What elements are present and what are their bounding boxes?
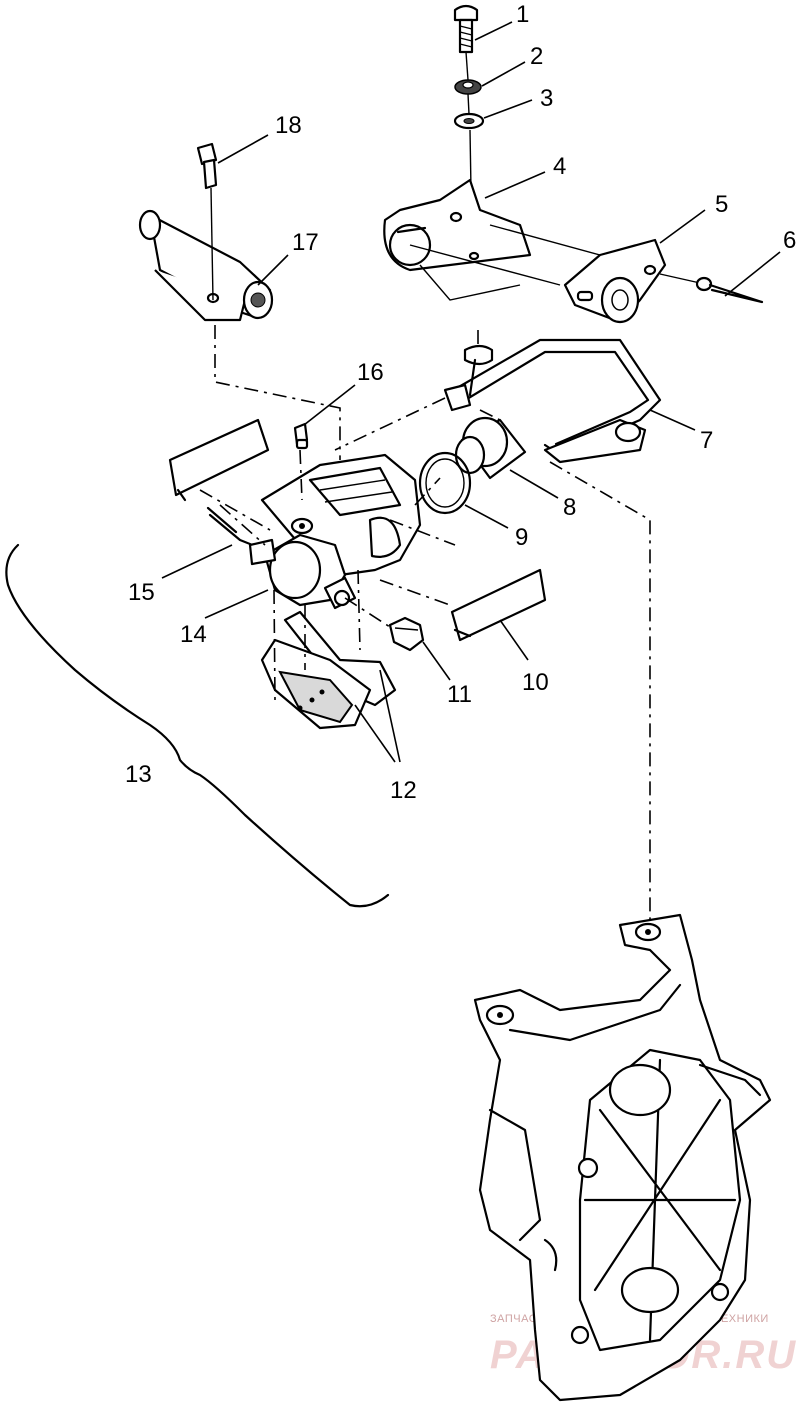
part-o-ring-9 — [418, 451, 472, 515]
callout-17: 17 — [292, 229, 319, 256]
callout-4: 4 — [553, 153, 566, 180]
part-bushing-8 — [454, 416, 527, 480]
part-nut-11 — [388, 616, 425, 652]
assembly-bracket-13 — [5, 543, 390, 908]
callout-18: 18 — [275, 112, 302, 139]
leader-lines — [161, 21, 781, 763]
callout-9: 9 — [515, 524, 528, 551]
callout-2: 2 — [530, 43, 543, 70]
part-pin-6 — [695, 276, 764, 304]
callout-1: 1 — [516, 1, 529, 28]
part-bolt-1 — [453, 4, 479, 54]
part-frame-bracket-7 — [443, 338, 662, 464]
part-long-bolt-18 — [196, 142, 218, 301]
callout-7: 7 — [700, 427, 713, 454]
part-washer-3 — [453, 112, 485, 130]
part-hose-15 — [206, 506, 277, 566]
part-lock-washer-2 — [454, 79, 482, 95]
part-brake-pads-12 — [260, 610, 397, 730]
callout-3: 3 — [540, 85, 553, 112]
callout-5: 5 — [715, 191, 728, 218]
callout-16: 16 — [357, 359, 384, 386]
callout-labels: 1 2 3 4 5 6 7 8 9 10 11 12 13 14 15 16 1… — [125, 1, 796, 804]
part-shield-plate-10 — [450, 568, 547, 642]
part-mounting-plate-4 — [383, 178, 601, 301]
part-pivot-block-5 — [563, 238, 667, 324]
part-bleeder-16 — [293, 422, 309, 450]
part-main-bracket — [473, 913, 772, 1402]
callout-13: 13 — [125, 761, 152, 788]
part-shield-plate-upper — [168, 418, 270, 502]
callout-10: 10 — [522, 669, 549, 696]
assembly-lines — [199, 325, 651, 920]
callout-11: 11 — [447, 681, 472, 708]
callout-15: 15 — [128, 579, 155, 606]
callout-12: 12 — [390, 777, 417, 804]
part-piston-14 — [263, 533, 357, 610]
callout-8: 8 — [563, 494, 576, 521]
callout-6: 6 — [783, 227, 796, 254]
callout-14: 14 — [180, 621, 207, 648]
part-bracket-tube-17 — [138, 209, 274, 322]
